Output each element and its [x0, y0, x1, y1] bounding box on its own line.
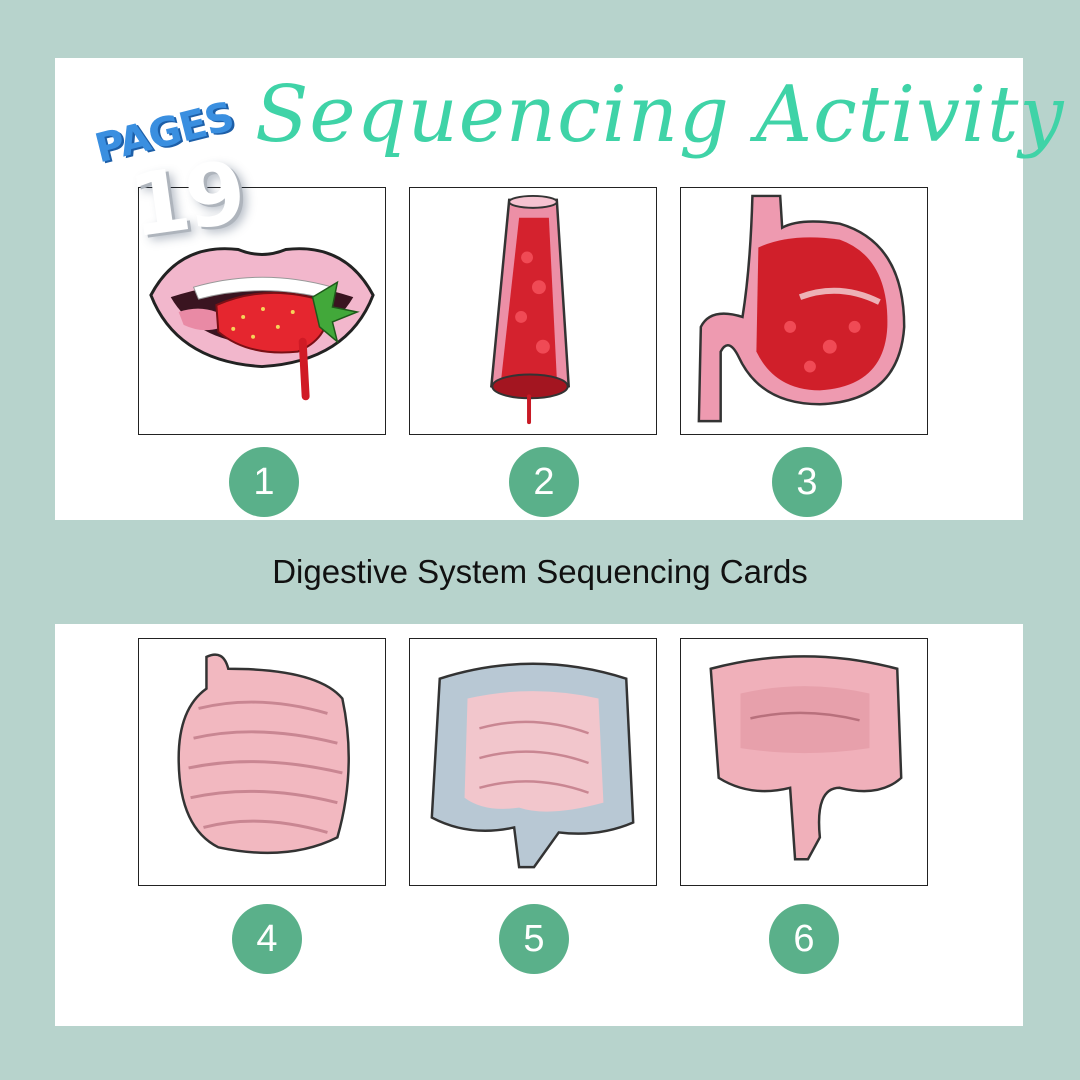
esophagus-icon	[490, 194, 571, 425]
large-intestine-blue-icon	[430, 662, 635, 869]
sequence-card-3	[680, 187, 928, 435]
subtitle: Digestive System Sequencing Cards	[272, 553, 808, 590]
small-intestine-icon	[177, 653, 350, 855]
sequence-card-2	[409, 187, 657, 435]
sequence-card-1	[138, 187, 386, 435]
step-number-4: 4	[232, 904, 302, 974]
sequence-card-6	[680, 638, 928, 886]
step-number-3: 3	[772, 447, 842, 517]
large-intestine-pink-icon	[709, 655, 903, 861]
mouth-strawberry-icon	[149, 247, 375, 401]
sequence-card-5	[409, 638, 657, 886]
page-title: Sequencing Activity	[255, 70, 1065, 160]
step-number-2: 2	[509, 447, 579, 517]
sequence-card-4	[138, 638, 386, 886]
stomach-icon	[697, 194, 906, 423]
pages-badge-count: 19	[123, 142, 249, 258]
step-number-1: 1	[229, 447, 299, 517]
step-number-6: 6	[769, 904, 839, 974]
pages-badge: PAGES 19	[91, 94, 252, 258]
step-number-5: 5	[499, 904, 569, 974]
